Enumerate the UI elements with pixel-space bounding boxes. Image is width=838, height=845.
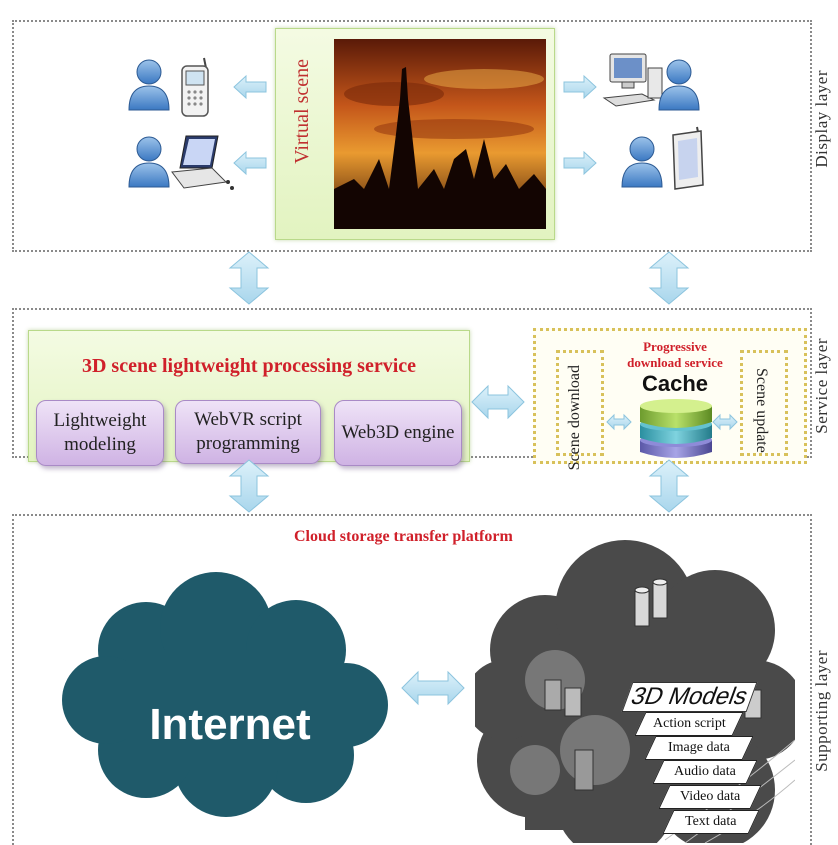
- database-cylinder-icon: [640, 399, 712, 458]
- laptop-icon: [171, 135, 234, 190]
- user-icon: [621, 136, 663, 188]
- bidirectional-arrow-vertical: [228, 251, 270, 305]
- bidirectional-arrow-vertical: [228, 459, 270, 513]
- mobile-phone-icon: [181, 57, 209, 117]
- processing-service-title: 3D scene lightweight processing service: [81, 355, 417, 377]
- bidirectional-arrow-vertical: [648, 459, 690, 513]
- double-arrow-small-icon: [712, 413, 738, 431]
- user-icon: [128, 136, 170, 188]
- cache-label: Cache: [641, 371, 709, 396]
- tablet-icon: [672, 126, 704, 190]
- double-arrow-small-icon: [606, 413, 632, 431]
- bidirectional-arrow-horizontal: [471, 384, 525, 420]
- bidirectional-arrow-vertical: [648, 251, 690, 305]
- internet-label: Internet: [149, 700, 311, 749]
- server-icon: [544, 578, 762, 791]
- data-item-text-data: Text data: [662, 810, 760, 834]
- virtual-scene-image: [334, 39, 546, 229]
- data-item-image-data: Image data: [644, 736, 754, 760]
- scene-download-box: [556, 350, 604, 456]
- arrow-right-icon: [563, 74, 597, 100]
- data-item-action-script: Action script: [634, 712, 744, 736]
- webvr-script-programming-box: WebVR script programming: [175, 400, 321, 464]
- virtual-scene-label: Virtual scene: [291, 59, 313, 164]
- service-layer-label: Service layer: [812, 338, 831, 434]
- web3d-engine-box: Web3D engine: [334, 400, 462, 466]
- arrow-right-icon: [563, 150, 597, 176]
- data-item-video-data: Video data: [658, 785, 762, 809]
- supporting-layer-label: Supporting layer: [812, 650, 831, 772]
- user-icon: [128, 59, 170, 111]
- progressive-title-line2: download service: [627, 355, 723, 370]
- cloud-storage-title: Cloud storage transfer platform: [294, 528, 513, 545]
- desktop-pc-icon: [602, 53, 663, 107]
- internet-cloud-icon: [62, 572, 388, 817]
- lightweight-modeling-box: Lightweight modeling: [36, 400, 164, 466]
- arrow-left-icon: [233, 74, 267, 100]
- scene-update-box: [740, 350, 788, 456]
- bidirectional-arrow-horizontal: [401, 670, 465, 706]
- user-icon: [658, 59, 700, 111]
- scene-update-label: Scene update: [753, 368, 770, 453]
- 3d-models-title: 3D Models: [621, 682, 758, 712]
- display-layer-label: Display layer: [812, 70, 831, 168]
- virtual-scene-panel: Virtual scene: [275, 28, 555, 240]
- progressive-title-line1: Progressive: [643, 339, 707, 354]
- arrow-left-icon: [233, 150, 267, 176]
- data-item-audio-data: Audio data: [652, 760, 758, 784]
- scene-download-label: Scene download: [566, 365, 583, 471]
